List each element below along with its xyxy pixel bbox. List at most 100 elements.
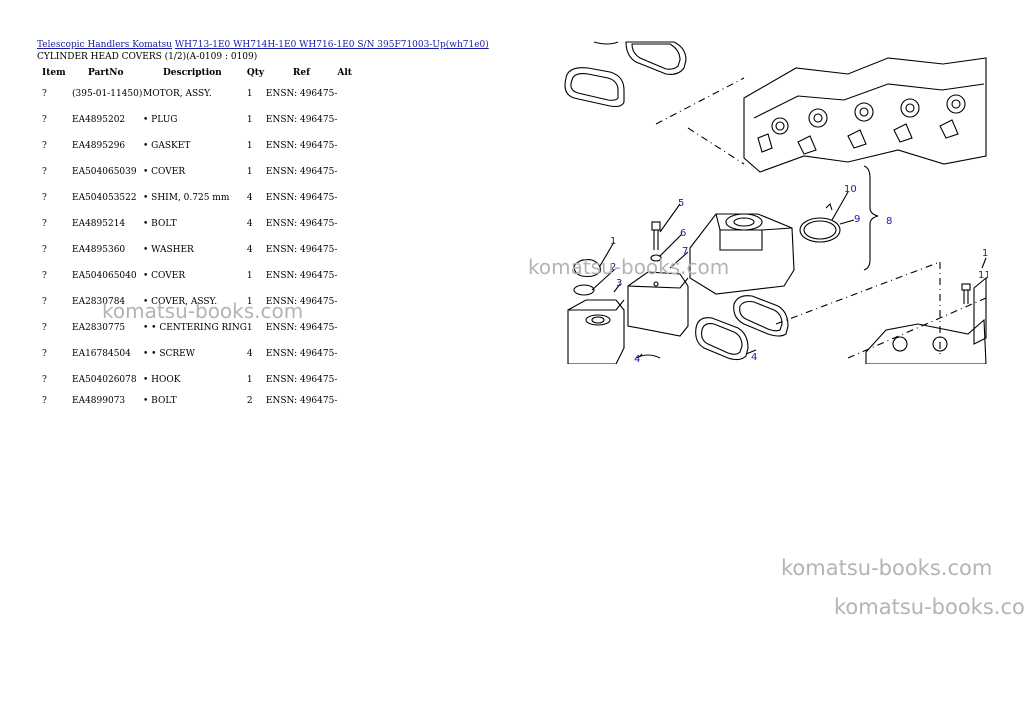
row-partno: EA504053522 [72, 193, 137, 203]
row-ref: ENSN: 496475- [265, 297, 338, 307]
row-alt [337, 133, 357, 159]
row-item: ? [42, 297, 47, 307]
row-partno: EA4895296 [72, 141, 126, 151]
header-item: Item [42, 68, 66, 78]
row-partno: EA16784504 [72, 349, 131, 359]
header-qty: Qty [246, 68, 265, 78]
row-alt [337, 367, 357, 393]
callout-1-right: 1 [982, 248, 988, 259]
row-partno: EA4899073 [72, 396, 126, 406]
callout-7: 7 [682, 246, 688, 257]
callout-1: 1 [610, 236, 616, 247]
header-description: Description [163, 68, 222, 78]
row-partno: EA2830784 [72, 297, 126, 307]
row-ref: ENSN: 496475- [265, 167, 338, 177]
row-description: • BOLT [143, 396, 177, 406]
callout-3: 3 [616, 278, 622, 289]
row-qty: 1 [246, 323, 253, 333]
row-ref: ENSN: 496475- [265, 375, 338, 385]
row-ref: ENSN: 496475- [265, 88, 338, 99]
table-row: ? EA4899073 • BOLT 2 ENSN: 496475- [37, 393, 357, 409]
row-alt [337, 107, 357, 133]
page-subtitle: CYLINDER HEAD COVERS (1/2)(A-0109 : 0109… [37, 52, 258, 62]
row-qty: 4 [246, 245, 253, 255]
row-qty: 1 [246, 88, 253, 99]
breadcrumb-link-model[interactable]: WH713-1E0 WH714H-1E0 WH716-1E0 S/N 395F7… [174, 40, 489, 50]
row-item: ? [42, 375, 47, 385]
row-description: • PLUG [143, 115, 178, 125]
row-partno: (395-01-11450) [72, 88, 143, 99]
row-description: • COVER [143, 271, 186, 281]
row-ref: ENSN: 496475- [265, 141, 338, 151]
row-qty: 1 [246, 167, 253, 177]
row-description: • COVER [143, 167, 186, 177]
row-item: ? [42, 323, 47, 333]
row-description: • WASHER [143, 245, 194, 255]
row-partno: EA504065040 [72, 271, 137, 281]
row-partno: EA504026078 [72, 375, 137, 385]
row-item: ? [42, 245, 47, 255]
header-ref: Ref [292, 68, 310, 78]
callout-6: 6 [680, 228, 686, 239]
row-description: MOTOR, ASSY. [143, 88, 212, 99]
breadcrumb-link-telescopic-handlers[interactable]: Telescopic Handlers Komatsu [37, 40, 173, 50]
row-qty: 1 [246, 271, 253, 281]
row-partno: EA2830775 [72, 323, 126, 333]
row-alt [337, 185, 357, 211]
row-description: • COVER, ASSY. [143, 297, 218, 307]
row-qty: 4 [246, 219, 253, 229]
row-ref: ENSN: 496475- [265, 219, 338, 229]
parts-diagram: 1 2 3 4 5 6 7 8 9 10 4 1 11 [548, 38, 988, 364]
row-alt [337, 315, 357, 341]
row-alt [337, 289, 357, 315]
row-qty: 2 [246, 396, 253, 406]
row-item: ? [42, 396, 47, 406]
watermark-bottom-2: komatsu-books.com [834, 595, 1024, 619]
header-alt: Alt [337, 68, 352, 78]
row-item: ? [42, 193, 47, 203]
breadcrumb: Telescopic Handlers Komatsu WH713-1E0 WH… [37, 40, 489, 50]
row-qty: 1 [246, 297, 253, 307]
parts-table: Item PartNo Description Qty Ref Alt ? (39… [37, 66, 357, 409]
watermark-bottom-1: komatsu-books.com [781, 556, 993, 580]
watermark-table: komatsu-books.com [102, 299, 304, 323]
callout-11: 11 [978, 270, 988, 281]
row-item: ? [42, 141, 47, 151]
row-description: • • CENTERING RING [143, 323, 247, 333]
row-item: ? [42, 115, 47, 125]
row-ref: ENSN: 496475- [265, 193, 338, 203]
callout-2: 2 [610, 262, 616, 273]
row-ref: ENSN: 496475- [265, 323, 338, 333]
callout-5: 5 [678, 198, 684, 209]
header-partno: PartNo [88, 68, 124, 78]
row-description: • SHIM, 0.725 mm [143, 193, 230, 203]
row-alt [337, 393, 357, 409]
row-ref: ENSN: 496475- [265, 396, 338, 406]
table-row: ? EA4895360 • WASHER 4 ENSN: 496475- [37, 237, 357, 263]
row-description: • BOLT [143, 219, 177, 229]
row-item: ? [42, 271, 47, 281]
row-item: ? [42, 349, 47, 359]
table-row: ? EA2830784 • COVER, ASSY. 1 ENSN: 496475- [37, 289, 357, 315]
row-alt [337, 159, 357, 185]
row-partno: EA4895202 [72, 115, 126, 125]
row-ref: ENSN: 496475- [265, 349, 338, 359]
row-description: • HOOK [143, 375, 181, 385]
row-partno: EA4895360 [72, 245, 126, 255]
row-description: • • SCREW [143, 349, 195, 359]
callout-4-bottom-right: 4 [751, 352, 757, 363]
callout-4-bottom-left: 4 [634, 354, 640, 364]
row-ref: ENSN: 496475- [265, 115, 338, 125]
row-alt [337, 237, 357, 263]
row-ref: ENSN: 496475- [265, 245, 338, 255]
exploded-view-drawing: 1 2 3 4 5 6 7 8 9 10 4 1 11 [564, 41, 988, 364]
callout-9: 9 [854, 214, 860, 225]
row-alt [337, 211, 357, 237]
